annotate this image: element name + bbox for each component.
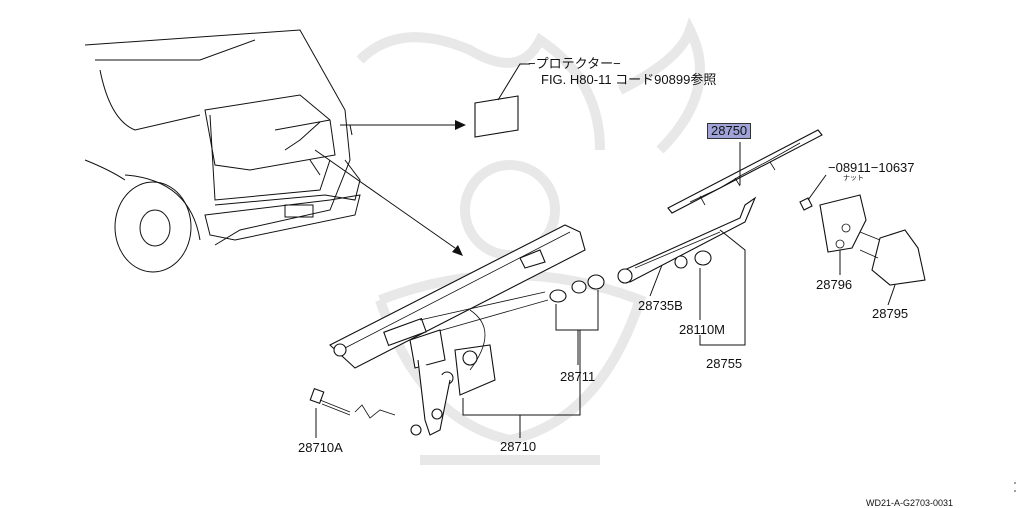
vehicle-rear	[84, 29, 361, 273]
wiper-arm	[617, 196, 757, 284]
cover-parts	[799, 194, 926, 286]
part-label-28750[interactable]: 28750	[707, 123, 752, 139]
part-label-28735B[interactable]: 28735B	[638, 298, 683, 313]
pointer-arrows	[314, 120, 466, 256]
callout-line-1: −プロテクター−	[528, 56, 621, 71]
part-label-28711[interactable]: 28711	[560, 369, 596, 384]
leader-lines	[315, 142, 896, 438]
part-sublabel-nut: ナット	[843, 175, 864, 182]
bolt-28710A	[309, 387, 396, 419]
wiper-motor-assembly	[329, 224, 605, 436]
wiper-blade	[667, 129, 823, 214]
protector-label-shape	[474, 63, 530, 138]
diagram-code: WD21-A-G2703-0031	[866, 498, 954, 508]
part-label-28710A[interactable]: 28710A	[298, 440, 343, 455]
part-label-28795[interactable]: 28795	[872, 306, 909, 321]
part-label-28755[interactable]: 28755	[706, 356, 743, 371]
part-label-28110M[interactable]: 28110M	[679, 322, 726, 337]
part-label-28796[interactable]: 28796	[816, 277, 853, 292]
callout-line-2: FIG. H80-11 コード90899参照	[541, 72, 717, 87]
part-label-08911[interactable]: −08911−10637	[828, 160, 915, 175]
part-label-28710[interactable]: 28710	[500, 439, 537, 454]
